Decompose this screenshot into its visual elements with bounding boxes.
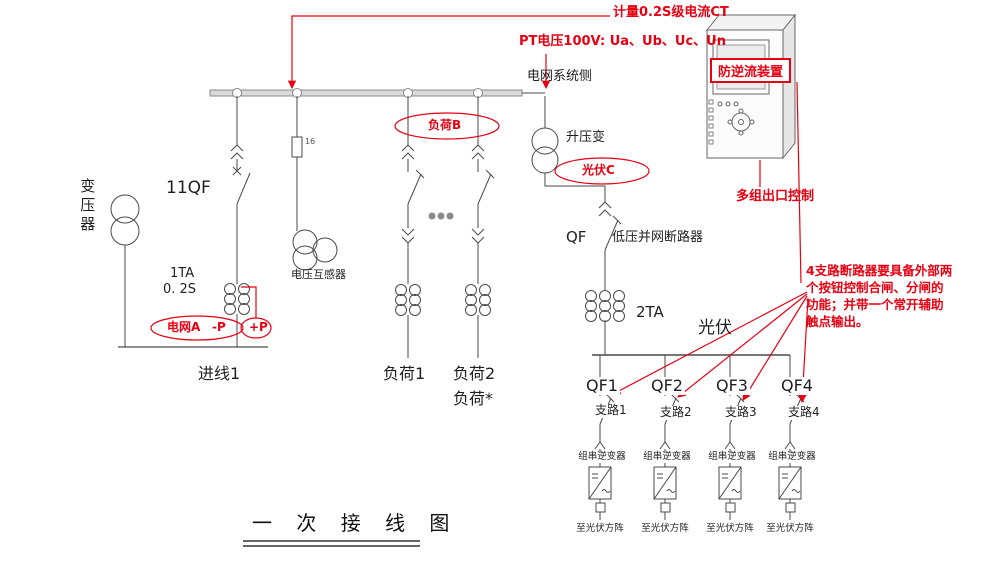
grid-transformer-symbol: [110, 194, 268, 348]
label-ct-2ta: 2TA: [636, 303, 664, 321]
label-inverter-1: 组串逆变器: [572, 451, 632, 463]
label-inverter-2: 组串逆变器: [637, 451, 697, 463]
label-to-array-4: 至光伏方阵: [766, 523, 814, 534]
label-load-1: 负荷1: [383, 364, 426, 383]
label-to-array-2: 至光伏方阵: [641, 523, 689, 534]
annotation-branch-note: 4支路断路器要具备外部两 个按钮控制合闸、分闸的 功能；并带一个常开辅助 触点输…: [806, 262, 1000, 330]
label-ct-1ta: 1TA: [170, 266, 195, 281]
load-feeder-1: [395, 96, 425, 358]
grid-a-ellipse: [150, 315, 244, 341]
label-branch-qf4: QF4: [779, 376, 815, 396]
note-line: 4支路断路器要具备外部两: [806, 263, 953, 278]
more-feeders-ellipsis: [428, 212, 454, 220]
label-to-array-1: 至光伏方阵: [576, 523, 624, 534]
pv-branch-1: [588, 355, 615, 520]
label-branch-qf2: QF2: [649, 376, 685, 396]
label-load-star: 负荷*: [453, 389, 494, 408]
device-terminals: [708, 99, 714, 145]
annotation-pt-voltage: PT电压100V: Ua、Ub、Uc、Un: [519, 34, 726, 49]
label-grid-side: 电网系统侧: [527, 69, 593, 84]
label-branch-name-1: 支路1: [593, 403, 629, 418]
label-incoming-1: 进线1: [198, 364, 241, 383]
label-qf: QF: [566, 228, 587, 246]
label-load-2: 负荷2: [453, 364, 496, 383]
annotation-metering-ct: 计量0.2S级电流CT: [613, 5, 729, 20]
red-annotation-lines: [150, 15, 809, 404]
diagram-title: 一 次 接 线 图: [252, 511, 459, 535]
annotation-load-b: 负荷B: [428, 118, 462, 132]
label-breaker-11qf: 11QF: [166, 178, 211, 198]
note-line: 个按钮控制合闸、分闸的: [806, 280, 944, 295]
label-branch-qf3: QF3: [714, 376, 750, 396]
load-feeder-2: [465, 96, 495, 358]
pt-feeder: [291, 96, 338, 271]
annotation-pv-c: 光伏C: [582, 163, 615, 177]
pv-c-ellipse: [554, 157, 650, 185]
label-branch-name-4: 支路4: [786, 405, 822, 420]
note-line: 触点输出。: [806, 314, 869, 329]
title-underline: [243, 540, 420, 547]
label-pt-fuse: 16: [305, 137, 316, 146]
label-inverter-3: 组串逆变器: [702, 451, 762, 463]
pv-main-feeder: [531, 96, 625, 355]
note-line: 功能；并带一个常开辅助: [806, 297, 944, 312]
label-grid-tie-breaker: 低压并网断路器: [612, 230, 704, 245]
anti-backflow-device-label: 防逆流装置: [710, 58, 792, 83]
label-to-array-3: 至光伏方阵: [706, 523, 754, 534]
annotation-plus-p: +P: [249, 320, 268, 334]
label-transformer: 变压器: [78, 178, 97, 235]
label-ct-accuracy: 0. 2S: [163, 282, 197, 297]
annotation-minus-p: -P: [212, 320, 226, 334]
load-b-ellipse: [394, 112, 500, 140]
label-stepup-transformer: 升压变: [566, 130, 606, 145]
label-branch-qf1: QF1: [584, 376, 620, 396]
main-busbar: [209, 88, 545, 98]
label-branch-name-2: 支路2: [658, 405, 694, 420]
label-branch-name-3: 支路3: [723, 405, 759, 420]
label-pv: 光伏: [698, 318, 732, 338]
incoming-feeder: [224, 96, 251, 347]
label-inverter-4: 组串逆变器: [762, 451, 822, 463]
label-voltage-transformer: 电压互感器: [291, 268, 346, 281]
annotation-multi-output-control: 多组出口控制: [736, 189, 815, 204]
device-keypad: [727, 108, 755, 136]
annotation-grid-a: 电网A: [167, 320, 201, 334]
